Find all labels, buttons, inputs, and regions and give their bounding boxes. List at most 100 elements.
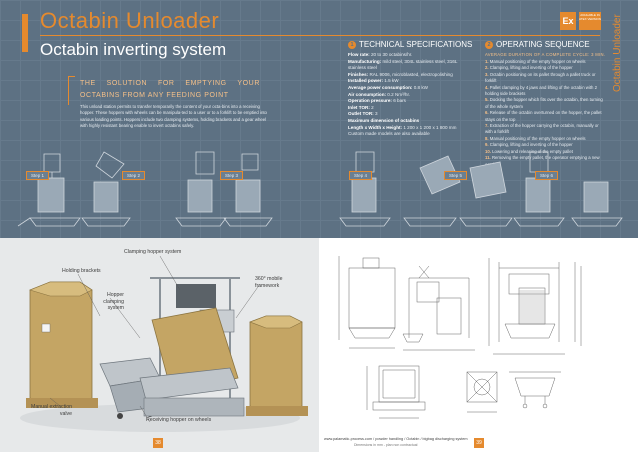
spec-value: mild steel, 304L stainless steel, 316L s…: [348, 58, 458, 71]
inverting-frame-render: [139, 277, 245, 417]
page-title: Octabin Unloader: [40, 8, 220, 33]
machine-illustration-step-3: [175, 151, 227, 227]
spec-line: Inlet TOR: 2: [348, 105, 474, 112]
callout-clamping-hopper: Clamping hopper system: [124, 249, 182, 255]
title-rule: [40, 35, 600, 36]
spec-value: 0.2 Nm³/hr.: [386, 91, 411, 97]
hopper-top-view-drawing: [466, 371, 498, 413]
operating-step-text: Lowering and releasing of the empty pall…: [492, 148, 573, 154]
footer-note: Dimensions in mm - plan non contractual: [354, 443, 418, 447]
step-label-6: Step 6: [535, 171, 559, 180]
operating-step-text: Release of the octabin overturned on the…: [485, 110, 602, 122]
operating-step: 5. Docking the hopper which fits over th…: [485, 97, 605, 110]
machine-illustration-step-6: [513, 151, 565, 227]
operating-step: 1. Manual positioning of the empty hoppe…: [485, 59, 605, 65]
render-panel: [0, 238, 319, 452]
machine-illustration-step-6b: [571, 181, 623, 227]
operating-step: 6. Release of the octabin overturned on …: [485, 110, 605, 123]
intro-description: This unload station permits to transfer …: [80, 104, 267, 129]
operating-step-number: 8.: [485, 135, 490, 141]
left-octabin-render: [26, 281, 98, 408]
spec-value: 3: [373, 111, 378, 117]
step-strip: [0, 148, 638, 230]
operating-step: 9. Clamping, lifting and inverting of th…: [485, 142, 605, 148]
spec-line: Flow rate: 20 to 30 octabins/hr.: [348, 52, 474, 59]
spec-line: Air consumption: 0.2 Nm³/hr.: [348, 92, 474, 99]
tagline-bracket-icon: [68, 76, 75, 105]
footer-url: www.palamatic-process.com / powder handl…: [324, 437, 468, 441]
operating-step-text: Pallet clamping by 4 jaws and lifting of…: [485, 84, 598, 97]
title-accent-bar: [22, 14, 28, 52]
spec-label: Manufacturing:: [348, 58, 382, 64]
operating-subheading: AVERAGE DURATION OF A COMPLETE CYCLE: 3 …: [485, 52, 606, 57]
spec-line: Length x Width x Height: 1 200 x 1 200 x…: [348, 125, 474, 132]
spec-label: Operation pressure:: [348, 98, 392, 104]
callout-manual-valve: Manual extraction valve: [31, 404, 72, 417]
operating-step-number: 3.: [485, 71, 490, 77]
operating-step: 3. Octabin positioning on its pallet thr…: [485, 72, 605, 85]
step-label-2: Step 2: [122, 171, 146, 180]
operating-step-number: 2.: [485, 65, 490, 71]
spec-value: 20 to 30 octabins/hr.: [369, 52, 413, 57]
operating-step-number: 1.: [485, 59, 490, 64]
machine-render: [20, 255, 308, 432]
atex-ex-icon: Ex: [560, 12, 576, 30]
side-title: Octabin Unloader: [612, 14, 623, 92]
spec-label: Flow rate:: [348, 52, 370, 57]
operating-step-number: 7.: [485, 123, 490, 129]
technical-specs-list: Flow rate: 20 to 30 octabins/hr.Manufact…: [348, 52, 474, 138]
operating-step: 4. Pallet clamping by 4 jaws and lifting…: [485, 85, 605, 98]
operating-step-number: 10.: [485, 148, 493, 154]
operating-step-number: 11.: [485, 155, 492, 161]
spec-label: Finishes:: [348, 71, 369, 77]
section-number-badge: 1: [348, 40, 356, 49]
operating-step-text: Clamping, lifting and inverting of the h…: [489, 142, 573, 148]
operating-step: 2. Clamping, lifting and inverting of th…: [485, 65, 605, 71]
operating-step-text: Docking the hopper which fits over the o…: [485, 97, 603, 109]
spec-value: 1 200 x 1 200 x 1 800 mm: [402, 124, 457, 130]
spec-label: Length x Width x Height:: [348, 124, 403, 130]
callout-holding-brackets: Holding brackets: [62, 268, 101, 274]
operating-step-number: 9.: [485, 142, 490, 148]
spec-label: Outlet TOR:: [348, 111, 374, 117]
operating-step-number: 6.: [485, 110, 490, 116]
machine-illustration-step-4: [339, 151, 391, 227]
machine-illustration-step-2: [81, 151, 131, 227]
right-octabin-render: [246, 315, 308, 416]
spec-label: Installed power:: [348, 78, 383, 84]
operating-steps-list: 1. Manual positioning of the empty hoppe…: [485, 59, 605, 168]
operating-step-text: Manual positioning of the empty hopper o…: [489, 59, 586, 64]
page-subtitle: Octabin inverting system: [40, 40, 227, 59]
spec-label: Inlet TOR:: [348, 104, 370, 110]
machine-illustration-step-3b: [223, 153, 273, 227]
octabin-plan-drawing: [366, 365, 426, 419]
spec-line: Average power consumption: 0.8 kW: [348, 85, 474, 92]
spec-value: 2: [369, 104, 374, 110]
operating-heading-label: OPERATING SEQUENCE: [496, 40, 590, 49]
technical-heading: 1 TECHNICAL SPECIFICATIONS: [348, 40, 472, 49]
technical-heading-label: TECHNICAL SPECIFICATIONS: [359, 40, 473, 49]
step-label-1: Step 1: [26, 171, 50, 180]
technical-drawings: [338, 256, 582, 419]
page-number-left: 38: [153, 438, 163, 448]
spec-value: RAL 9006, microblasted, electropolishing: [368, 71, 453, 77]
operating-step: 10. Lowering and releasing of the empty …: [485, 149, 605, 155]
operating-step-text: Clamping, lifting and inverting of the h…: [489, 65, 573, 71]
operating-step-number: 5.: [485, 97, 490, 103]
step-label-3: Step 3: [220, 171, 244, 180]
spec-value: 6 bars: [391, 98, 406, 104]
spec-label: Air consumption:: [348, 91, 387, 97]
callout-receiving-hopper: Receiving hopper on wheels: [146, 417, 212, 423]
spec-value: 1.5 kW: [382, 78, 399, 84]
spec-line: Installed power: 1.5 kW: [348, 78, 474, 85]
side-elevation-drawing: [338, 256, 396, 349]
hopper-side-view-drawing: [509, 371, 561, 409]
front-elevation-drawing: [402, 265, 475, 351]
spec-value: Custom made models are also available: [348, 131, 430, 137]
atex-note: AVAILABLE IN ATEX VERSION: [579, 12, 601, 30]
spec-value: 0.8 kW: [412, 84, 428, 90]
operating-step: 7. Extraction of the hopper carrying the…: [485, 123, 605, 136]
operating-step-number: 4.: [485, 84, 490, 90]
spec-label: Average power consumption:: [348, 84, 413, 90]
main-elevation-drawing: [488, 258, 582, 355]
